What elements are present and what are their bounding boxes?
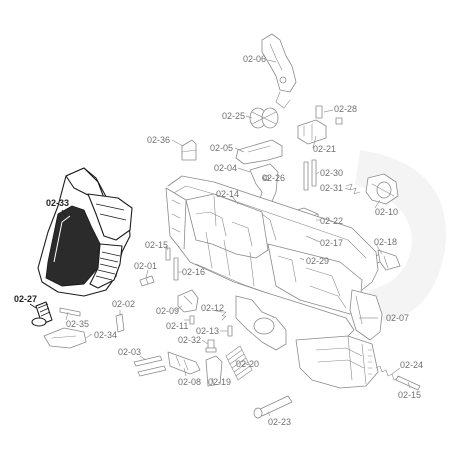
callout-02-10: 02-10 xyxy=(375,207,398,217)
part-02-16-pin xyxy=(173,257,179,281)
callout-02-20: 02-20 xyxy=(236,359,259,369)
part-02-13-pin xyxy=(227,325,233,337)
callout-02-15-lower: 02-15 xyxy=(398,390,421,400)
callout-02-12: 02-12 xyxy=(201,303,224,313)
part-02-12-spring xyxy=(221,311,227,321)
callout-02-32: 02-32 xyxy=(178,335,201,345)
callout-02-29: 02-29 xyxy=(306,256,329,266)
part-02-10-selector xyxy=(365,173,399,205)
callout-02-33: 02-33 xyxy=(46,198,69,208)
callout-02-03: 02-03 xyxy=(118,347,141,357)
callout-02-36: 02-36 xyxy=(147,135,170,145)
part-02-03-pins xyxy=(133,355,167,377)
callout-02-06: 02-06 xyxy=(243,54,266,64)
callout-02-18: 02-18 xyxy=(374,237,397,247)
part-02-25-springs xyxy=(249,107,279,129)
callout-02-35: 02-35 xyxy=(66,319,89,329)
callout-02-24: 02-24 xyxy=(400,360,423,370)
callout-02-26: 02-26 xyxy=(262,173,285,183)
part-02-19-plunger xyxy=(205,355,223,387)
callout-02-17: 02-17 xyxy=(320,238,343,248)
part-02-33-pistol-grip xyxy=(37,167,133,297)
callout-02-16: 02-16 xyxy=(182,267,205,277)
part-02-06-hammer xyxy=(261,33,297,109)
part-02-28-pins xyxy=(315,105,343,125)
callout-02-21: 02-21 xyxy=(313,144,336,154)
callout-02-09: 02-09 xyxy=(156,306,179,316)
callout-02-01: 02-01 xyxy=(134,261,157,271)
callout-02-28: 02-28 xyxy=(334,104,357,114)
part-02-23-buffer-pin xyxy=(253,395,293,419)
part-02-35-pin xyxy=(59,307,81,317)
part-02-34-grip-base xyxy=(43,327,87,349)
callout-02-07: 02-07 xyxy=(386,313,409,323)
callout-02-04: 02-04 xyxy=(214,163,237,173)
callout-02-19: 02-19 xyxy=(208,377,231,387)
part-02-31-spring xyxy=(345,183,361,195)
part-02-27-screw xyxy=(31,301,53,327)
part-02-07-frame xyxy=(165,175,383,389)
callout-02-30: 02-30 xyxy=(320,168,343,178)
callout-02-13: 02-13 xyxy=(196,326,219,336)
callout-02-25: 02-25 xyxy=(222,111,245,121)
callout-02-22: 02-22 xyxy=(320,216,343,226)
part-02-01-pin xyxy=(139,275,155,287)
part-02-08-bolt-catch xyxy=(167,351,201,375)
callout-02-23: 02-23 xyxy=(268,417,291,427)
callout-02-08: 02-08 xyxy=(178,377,201,387)
callout-02-27: 02-27 xyxy=(14,294,37,304)
part-02-15-pin-upper xyxy=(165,247,171,261)
part-02-02-pin xyxy=(115,313,125,333)
part-02-36-block xyxy=(181,139,197,161)
callout-02-11: 02-11 xyxy=(166,321,188,331)
callout-02-14: 02-14 xyxy=(216,189,239,199)
part-02-09-mag-catch xyxy=(177,289,199,313)
callout-labels: 02-06 02-28 02-25 02-36 02-05 02-21 02-0… xyxy=(14,54,423,427)
leader-lines xyxy=(29,59,411,417)
part-02-21-disconnector xyxy=(297,119,327,145)
callout-02-31: 02-31 xyxy=(320,183,343,193)
callout-02-05: 02-05 xyxy=(210,143,233,153)
callout-02-34: 02-34 xyxy=(94,330,117,340)
part-02-30-pins xyxy=(303,159,317,191)
part-02-32-screw xyxy=(205,339,217,353)
callout-02-15-upper: 02-15 xyxy=(145,240,168,250)
callout-02-02: 02-02 xyxy=(112,299,135,309)
part-02-11-pin xyxy=(189,315,195,325)
part-02-24-spring xyxy=(375,365,399,381)
part-02-05-trigger-bar xyxy=(235,139,283,165)
part-02-20-spring xyxy=(225,345,253,381)
